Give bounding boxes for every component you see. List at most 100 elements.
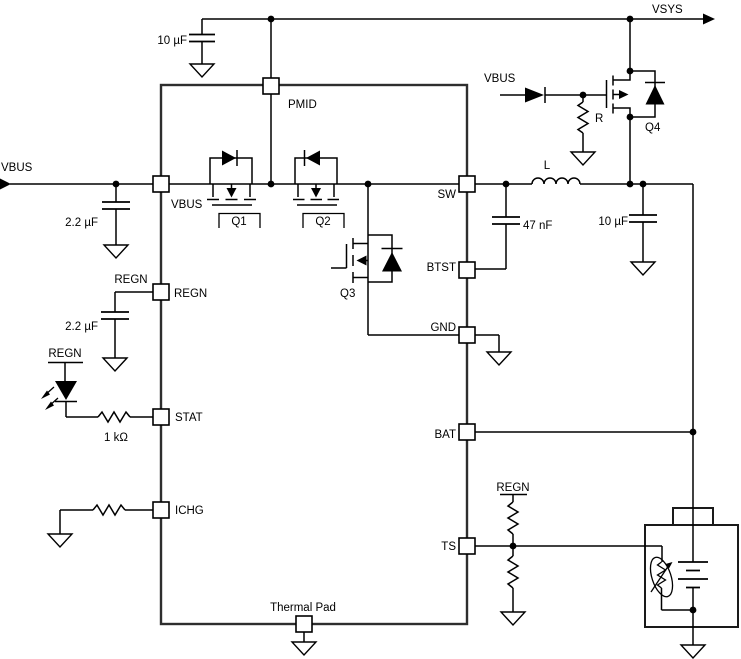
resistor-ts-pulldown bbox=[506, 555, 520, 589]
ground-symbol bbox=[188, 63, 216, 79]
ground-symbol bbox=[46, 533, 74, 549]
led-arrow-icon bbox=[41, 390, 50, 399]
junction-dots bbox=[112, 15, 697, 614]
capacitor-c-pmid bbox=[189, 33, 215, 43]
q3-body-arrow-icon bbox=[356, 255, 367, 266]
vsys-rail-net bbox=[188, 13, 715, 79]
q1-body-diode-icon bbox=[222, 150, 236, 166]
pin-vbus bbox=[152, 175, 170, 193]
q3-body-diode-icon bbox=[382, 252, 402, 272]
thermistor-arrow bbox=[650, 564, 670, 593]
pin-ichg bbox=[152, 501, 170, 519]
pin-label-pmid: PMID bbox=[288, 99, 317, 111]
vsys-arrow-icon bbox=[703, 13, 715, 25]
vbus-input-arrow-icon bbox=[0, 178, 11, 190]
pin-sw bbox=[458, 175, 476, 193]
value-c-btst: 47 nF bbox=[523, 220, 552, 232]
resistor-ts-pullup bbox=[506, 501, 520, 535]
value-r-stat: 1 kΩ bbox=[104, 432, 128, 444]
pin-label-vbus: VBUS bbox=[171, 199, 203, 211]
pin-label-bat: BAT bbox=[434, 429, 456, 441]
capacitor-c-btst bbox=[492, 216, 520, 225]
ref-q2: Q2 bbox=[315, 216, 330, 228]
net-label-vsys: VSYS bbox=[652, 4, 683, 16]
pin-regn bbox=[152, 283, 170, 301]
pin-stat bbox=[152, 408, 170, 426]
q2-mosfet bbox=[293, 150, 345, 228]
battery-cell-and-thermistor bbox=[649, 546, 708, 659]
pin-btst bbox=[458, 261, 476, 279]
q1-label-bracket bbox=[218, 212, 261, 228]
ts-net bbox=[462, 493, 662, 627]
resistor-r-ichg bbox=[92, 503, 126, 517]
thermistor-outline bbox=[649, 556, 674, 598]
q2-label-bracket bbox=[302, 212, 345, 228]
thermal-pad-net bbox=[290, 632, 318, 657]
value-inductor: L bbox=[544, 160, 551, 172]
resistor-r-stat bbox=[97, 410, 131, 424]
ichg-net bbox=[46, 503, 165, 549]
pin-ts bbox=[458, 537, 476, 555]
capacitor-c-vbus bbox=[102, 201, 130, 210]
sys-output-cap bbox=[629, 184, 657, 277]
thermistor-arrow-icon bbox=[665, 562, 673, 569]
stat-led-net bbox=[41, 361, 165, 424]
q4-body-arrow-icon bbox=[619, 90, 629, 99]
ic-body-outline bbox=[159, 83, 469, 626]
led-icon bbox=[55, 381, 77, 400]
pin-label-gnd: GND bbox=[430, 322, 456, 334]
inductor-l bbox=[531, 177, 581, 185]
thermistor-zigzag bbox=[656, 561, 667, 589]
q2-body-diode-icon bbox=[306, 150, 320, 166]
regn-flag-at-ts: REGN bbox=[496, 482, 529, 494]
ground-symbol bbox=[101, 357, 129, 373]
pin-bat bbox=[458, 423, 476, 441]
ic-pin-boxes bbox=[152, 77, 476, 633]
q4-body-diode-icon bbox=[645, 85, 665, 105]
led-arrow-icon bbox=[45, 401, 54, 410]
ref-q1: Q1 bbox=[231, 216, 246, 228]
value-r-q4-gate: R bbox=[595, 113, 603, 125]
value-c-sys: 10 µF bbox=[598, 216, 628, 228]
ground-symbol bbox=[629, 261, 657, 277]
q1-mosfet bbox=[207, 150, 261, 228]
battery-cell-icon bbox=[678, 561, 708, 589]
q1-body-diode-loop bbox=[209, 157, 253, 184]
resistor-r-q4-gate bbox=[576, 95, 590, 152]
pin-thermal-pad bbox=[295, 615, 313, 633]
pin-label-stat: STAT bbox=[175, 412, 203, 424]
pin-label-btst: BTST bbox=[427, 262, 456, 274]
ground-symbol bbox=[485, 351, 513, 367]
value-c-pmid: 10 µF bbox=[157, 35, 187, 47]
ground-symbol bbox=[569, 151, 597, 167]
ref-q4: Q4 bbox=[645, 122, 661, 134]
pin-label-ts: TS bbox=[441, 541, 456, 553]
pin-label-sw: SW bbox=[437, 189, 456, 201]
value-c-vbus: 2.2 µF bbox=[65, 217, 98, 229]
ground-symbol bbox=[290, 641, 318, 657]
pin-pmid bbox=[262, 77, 280, 95]
ground-symbol bbox=[102, 244, 130, 260]
value-c-regn: 2.2 µF bbox=[65, 321, 98, 333]
pin-label-regn: REGN bbox=[174, 288, 207, 300]
net-label-vbus-input: VBUS bbox=[1, 162, 33, 174]
vbus-diode-icon bbox=[525, 87, 544, 103]
q3-body-diode-loop bbox=[368, 234, 393, 283]
pin-label-thermal-pad: Thermal Pad bbox=[270, 602, 336, 614]
regn-net bbox=[101, 291, 165, 373]
net-label-vbus-q4: VBUS bbox=[484, 73, 516, 85]
pin-gnd bbox=[458, 326, 476, 344]
ground-symbol bbox=[679, 644, 707, 659]
q3-gate bbox=[331, 244, 348, 269]
ground-symbol bbox=[499, 611, 527, 627]
capacitor-c-sys bbox=[629, 214, 657, 223]
gnd-net bbox=[368, 334, 513, 367]
sw-btst-net bbox=[462, 177, 693, 270]
q2-body-arrow-icon bbox=[311, 188, 321, 198]
q4-branch bbox=[500, 19, 665, 184]
q1-body-arrow-icon bbox=[226, 188, 237, 198]
regn-flag-at-led: REGN bbox=[48, 348, 81, 360]
q3-mosfet bbox=[331, 184, 403, 335]
